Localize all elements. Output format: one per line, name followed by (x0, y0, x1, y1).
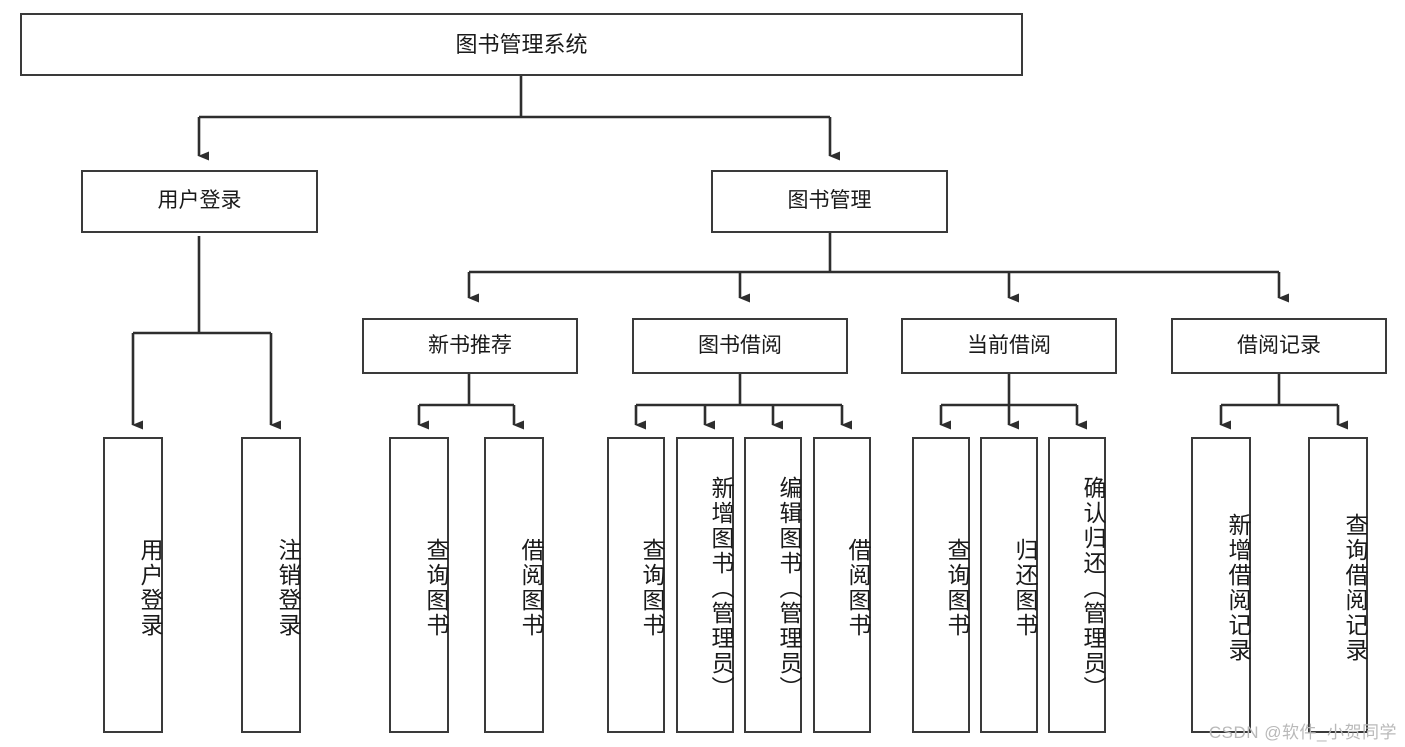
node-label: 新增图书（管理员） (708, 475, 734, 701)
node-label: 查询图书 (639, 538, 665, 638)
node-label: 用户登录 (157, 189, 242, 213)
node-label: 图书借阅 (698, 333, 782, 357)
node-label: 借阅图书 (518, 538, 544, 638)
node-label: 图书管理 (787, 189, 872, 213)
node-label: 归还图书 (1012, 538, 1038, 638)
leaf-record-add-record[interactable]: 新增借阅记录 (1191, 437, 1251, 733)
leaf-borrow-edit-book-admin[interactable]: 编辑图书（管理员） (744, 437, 802, 733)
leaf-borrow-query-book[interactable]: 查询图书 (607, 437, 665, 733)
leaf-borrow-borrow-book[interactable]: 借阅图书 (813, 437, 871, 733)
leaf-user-login-login[interactable]: 用户登录 (103, 437, 163, 733)
node-book-borrow[interactable]: 图书借阅 (632, 318, 848, 374)
node-label: 注销登录 (275, 538, 301, 638)
node-book-management[interactable]: 图书管理 (711, 170, 948, 233)
node-borrow-record[interactable]: 借阅记录 (1171, 318, 1387, 374)
leaf-user-login-logout[interactable]: 注销登录 (241, 437, 301, 733)
leaf-current-query-book[interactable]: 查询图书 (912, 437, 970, 733)
leaf-borrow-add-book-admin[interactable]: 新增图书（管理员） (676, 437, 734, 733)
node-label: 用户登录 (137, 538, 163, 638)
node-label: 借阅图书 (845, 538, 871, 638)
node-label: 编辑图书（管理员） (776, 475, 802, 701)
node-label: 借阅记录 (1237, 333, 1321, 357)
node-user-login[interactable]: 用户登录 (81, 170, 318, 233)
leaf-new-book-borrow[interactable]: 借阅图书 (484, 437, 544, 733)
node-label: 查询图书 (944, 538, 970, 638)
leaf-current-confirm-return-admin[interactable]: 确认归还（管理员） (1048, 437, 1106, 733)
node-label: 当前借阅 (967, 333, 1051, 357)
leaf-new-book-query[interactable]: 查询图书 (389, 437, 449, 733)
node-label: 新增借阅记录 (1225, 513, 1251, 663)
node-label: 查询图书 (423, 538, 449, 638)
node-current-borrow[interactable]: 当前借阅 (901, 318, 1117, 374)
leaf-current-return-book[interactable]: 归还图书 (980, 437, 1038, 733)
node-label: 图书管理系统 (455, 31, 588, 57)
leaf-record-query-record[interactable]: 查询借阅记录 (1308, 437, 1368, 733)
node-root-system[interactable]: 图书管理系统 (20, 13, 1023, 76)
node-label: 确认归还（管理员） (1080, 475, 1106, 701)
node-new-book-recommend[interactable]: 新书推荐 (362, 318, 578, 374)
node-label: 查询借阅记录 (1342, 513, 1368, 663)
node-label: 新书推荐 (428, 333, 512, 357)
